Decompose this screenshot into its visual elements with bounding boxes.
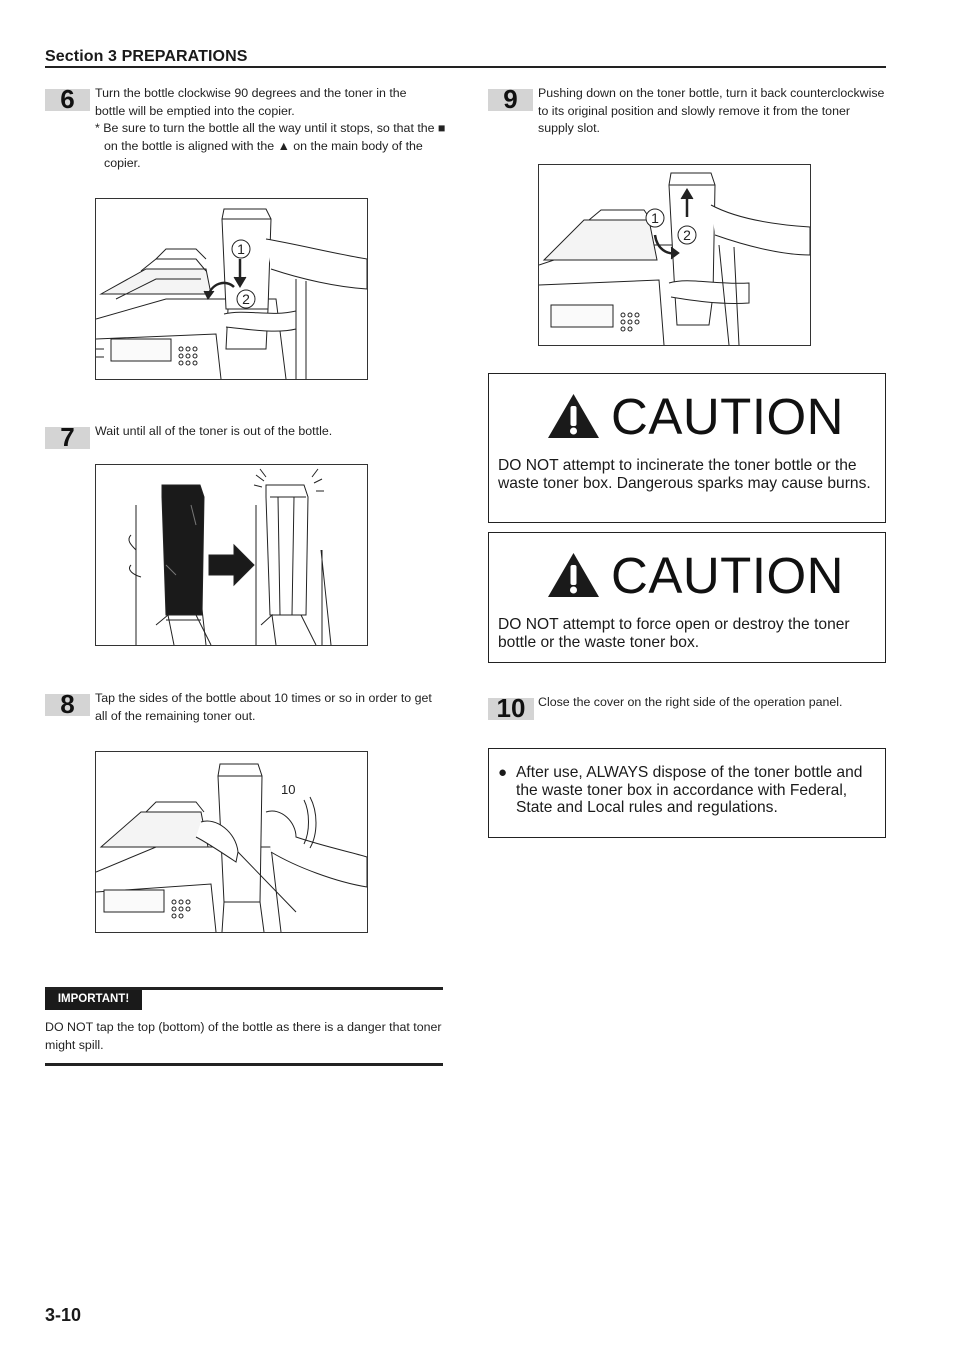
- step-9-label-2: 2: [683, 227, 691, 243]
- step-10-number: 10: [488, 695, 534, 721]
- caution-text-1: DO NOT attempt to incinerate the toner b…: [498, 457, 871, 492]
- step-7-illustration: [95, 464, 368, 646]
- disposal-notice-box: ● After use, ALWAYS dispose of the toner…: [488, 748, 886, 838]
- step-9-number: 9: [488, 86, 533, 112]
- important-label: IMPORTANT!: [45, 990, 142, 1010]
- caution-title-1: CAUTION: [611, 388, 844, 445]
- important-text: DO NOT tap the top (bottom) of the bottl…: [45, 1020, 442, 1052]
- step-9-illustration: 1 2: [538, 164, 811, 346]
- caution-title-2: CAUTION: [611, 547, 844, 604]
- step-9-text: Pushing down on the toner bottle, turn i…: [538, 86, 885, 135]
- step-6-text: Turn the bottle clockwise 90 degrees and…: [95, 86, 407, 118]
- step-8-tap-count: 10: [281, 782, 295, 797]
- caution-box-1: CAUTION DO NOT attempt to incinerate the…: [488, 373, 886, 523]
- step-7-text: Wait until all of the toner is out of th…: [95, 424, 333, 438]
- caution-box-2: CAUTION DO NOT attempt to force open or …: [488, 532, 886, 663]
- step-6-illustration: 1 2: [95, 198, 368, 380]
- warning-triangle-icon: [546, 392, 601, 445]
- disposal-notice-text: After use, ALWAYS dispose of the toner b…: [516, 764, 863, 817]
- caution-text-2: DO NOT attempt to force open or destroy …: [498, 616, 850, 651]
- step-10-text: Close the cover on the right side of the…: [538, 695, 843, 709]
- step-8-illustration: 10: [95, 751, 368, 933]
- important-bottom-rule: [45, 1063, 443, 1066]
- page-number: 3-10: [45, 1305, 82, 1325]
- important-top-rule: [45, 987, 443, 990]
- step-9-label-1: 1: [651, 210, 659, 226]
- step-8-number: 8: [45, 691, 90, 717]
- section-title: Section 3 PREPARATIONS: [45, 48, 248, 65]
- step-8-text: Tap the sides of the bottle about 10 tim…: [95, 691, 432, 723]
- step-7-number: 7: [45, 424, 90, 450]
- step-6-label-2: 2: [242, 291, 250, 307]
- warning-triangle-icon: [546, 551, 601, 604]
- bullet-icon: ●: [498, 764, 508, 781]
- step-6-label-1: 1: [237, 241, 245, 257]
- header-divider: [45, 66, 886, 68]
- step-6-number: 6: [45, 86, 90, 112]
- step-6-note: * Be sure to turn the bottle all the way…: [95, 121, 446, 170]
